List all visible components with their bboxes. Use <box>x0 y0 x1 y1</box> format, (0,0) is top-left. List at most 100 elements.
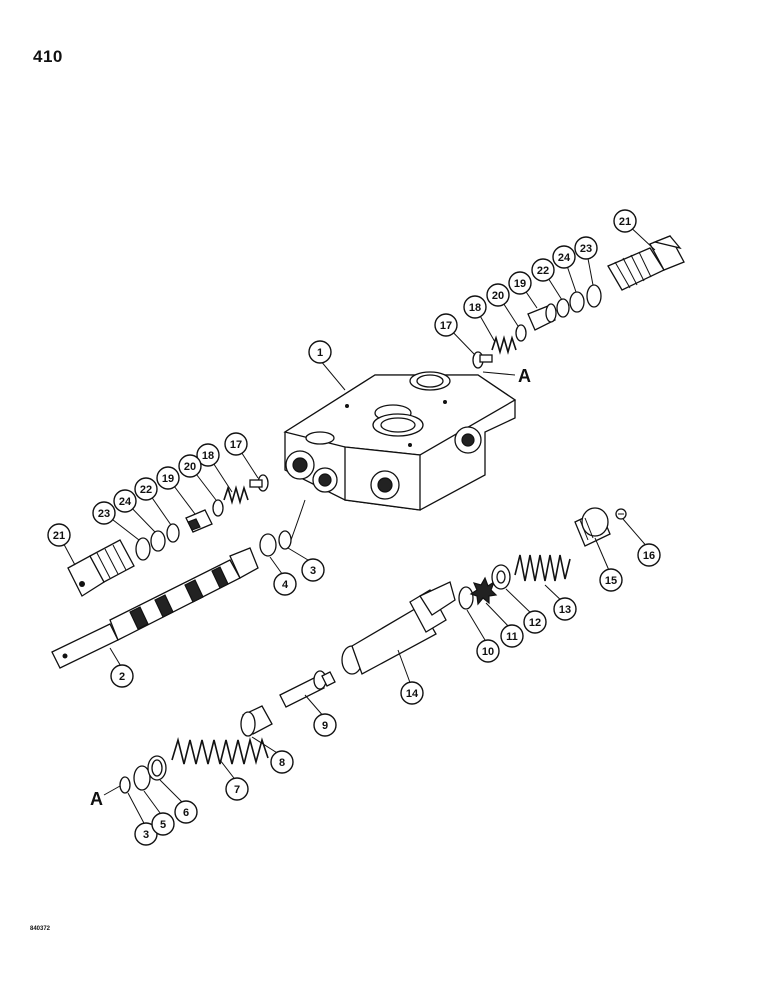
svg-text:23: 23 <box>580 243 592 255</box>
svg-text:18: 18 <box>469 302 481 314</box>
callout-2: 2 <box>110 664 134 688</box>
callout-21: 21 <box>613 209 637 233</box>
svg-text:8: 8 <box>279 757 285 769</box>
callout-3: 3 <box>301 558 325 582</box>
svg-text:1: 1 <box>317 347 323 359</box>
figure-code: 840372 <box>30 926 51 932</box>
callout-6: 6 <box>174 800 198 824</box>
callout-13: 13 <box>553 597 577 621</box>
svg-text:24: 24 <box>558 252 571 264</box>
callout-12: 12 <box>523 610 547 634</box>
plug-icon <box>67 539 135 597</box>
callout-20: 20 <box>178 454 202 478</box>
seat-icon <box>185 509 213 533</box>
callout-17: 17 <box>434 313 458 337</box>
o-ring-icon <box>586 284 602 308</box>
spring-icon <box>491 335 517 355</box>
o-ring-icon <box>135 537 151 561</box>
callout-20: 20 <box>486 283 510 307</box>
backup-ring-icon <box>166 523 180 543</box>
seal-icon <box>259 533 277 557</box>
cap-icon <box>574 507 611 547</box>
washer-icon <box>458 586 474 610</box>
svg-text:7: 7 <box>234 784 240 796</box>
ref-letter-a: A <box>518 366 531 386</box>
callout-18: 18 <box>196 443 220 467</box>
backup-ring-icon <box>150 530 166 552</box>
poppet-icon <box>472 351 493 369</box>
callout-15: 15 <box>599 568 623 592</box>
spring-icon <box>514 554 571 582</box>
svg-text:12: 12 <box>529 617 541 629</box>
seal-icon <box>147 755 167 781</box>
callout-7: 7 <box>225 777 249 801</box>
svg-text:4: 4 <box>282 579 289 591</box>
callout-17: 17 <box>224 432 248 456</box>
svg-text:15: 15 <box>605 575 617 587</box>
page-number: 410 <box>33 47 63 66</box>
callout-18: 18 <box>463 295 487 319</box>
screw-icon <box>615 508 627 520</box>
callout-1: 1 <box>308 340 332 364</box>
plug-icon <box>607 235 685 291</box>
svg-text:6: 6 <box>183 807 189 819</box>
svg-text:19: 19 <box>162 473 174 485</box>
callout-19: 19 <box>156 466 180 490</box>
spring-housing-icon <box>341 581 456 675</box>
spool-icon <box>51 547 259 669</box>
o-ring-icon <box>212 499 224 517</box>
callout-16: 16 <box>637 543 661 567</box>
svg-text:9: 9 <box>322 720 328 732</box>
star-washer-icon <box>469 576 498 606</box>
svg-text:3: 3 <box>143 829 149 841</box>
callout-11: 11 <box>500 624 524 648</box>
callout-4: 4 <box>273 572 297 596</box>
poppet-icon <box>249 474 269 492</box>
callout-24: 24 <box>552 245 576 269</box>
spring-icon <box>223 485 249 505</box>
svg-text:13: 13 <box>559 604 571 616</box>
svg-text:22: 22 <box>537 265 549 277</box>
callout-9: 9 <box>313 713 337 737</box>
o-ring-icon <box>515 324 527 342</box>
svg-text:23: 23 <box>98 508 110 520</box>
svg-text:20: 20 <box>492 290 504 302</box>
callout-8: 8 <box>270 750 294 774</box>
spring-icon <box>171 736 269 766</box>
svg-text:20: 20 <box>184 461 196 473</box>
svg-text:22: 22 <box>140 484 152 496</box>
o-ring-icon <box>119 776 131 794</box>
washer-icon <box>133 765 151 791</box>
svg-text:17: 17 <box>440 320 452 332</box>
callout-19: 19 <box>508 271 532 295</box>
svg-text:19: 19 <box>514 278 526 290</box>
svg-text:10: 10 <box>482 646 494 658</box>
callout-23: 23 <box>92 501 116 525</box>
svg-text:21: 21 <box>619 216 631 228</box>
svg-text:2: 2 <box>119 671 125 683</box>
svg-text:3: 3 <box>310 565 316 577</box>
callout-10: 10 <box>476 639 500 663</box>
callout-21: 21 <box>47 523 71 547</box>
callout-14: 14 <box>400 681 424 705</box>
svg-text:16: 16 <box>643 550 655 562</box>
svg-text:21: 21 <box>53 530 65 542</box>
svg-text:24: 24 <box>119 496 132 508</box>
callout-24: 24 <box>113 489 137 513</box>
svg-text:11: 11 <box>506 631 518 643</box>
backup-ring-icon <box>569 291 585 313</box>
spring-seat-icon <box>240 705 273 737</box>
washer-icon <box>491 564 511 590</box>
callout-22: 22 <box>134 477 158 501</box>
callout-23: 23 <box>574 236 598 260</box>
svg-text:17: 17 <box>230 439 242 451</box>
o-ring-icon <box>278 530 292 550</box>
svg-text:14: 14 <box>406 688 419 700</box>
svg-text:5: 5 <box>160 819 166 831</box>
ref-letter-a: A <box>90 789 103 809</box>
seat-icon <box>527 303 557 331</box>
backup-ring-icon <box>556 298 570 318</box>
callout-22: 22 <box>531 258 555 282</box>
valve-body-icon <box>283 371 517 511</box>
